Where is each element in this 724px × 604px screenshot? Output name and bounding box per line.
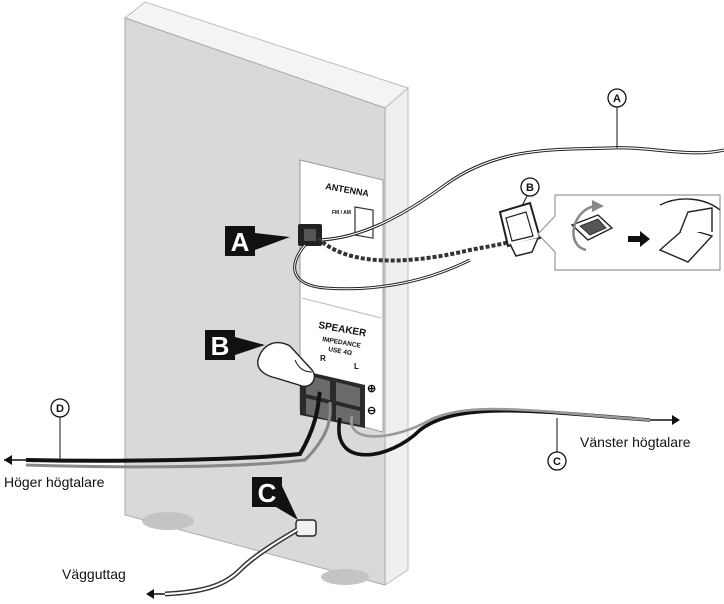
terminal-l-plus[interactable] xyxy=(336,382,360,407)
circle-callout-c-text: C xyxy=(553,456,561,468)
circle-callout-b: B xyxy=(520,177,540,207)
wall-outlet-label: Vägguttag xyxy=(62,566,126,582)
callout-C: C xyxy=(252,477,298,520)
circle-callout-d: D xyxy=(50,398,70,460)
l-label: L xyxy=(354,362,359,371)
am-loop-antenna[interactable] xyxy=(498,201,542,257)
left-speaker-label: Vänster högtalare xyxy=(580,434,691,450)
plus-label: ⊕ xyxy=(367,383,376,395)
device-foot-right xyxy=(321,569,369,585)
right-speaker-cable xyxy=(25,391,322,463)
fm-am-label: FM / AM xyxy=(332,210,351,216)
circle-callout-c: C xyxy=(547,418,567,471)
minus-label: ⊖ xyxy=(367,405,376,417)
r-label: R xyxy=(320,354,326,363)
circle-callout-b-text: B xyxy=(526,182,534,194)
use-label: USE 4Ω xyxy=(328,346,353,357)
circle-callout-d-text: D xyxy=(56,403,64,415)
terminal-l-minus[interactable] xyxy=(336,405,360,425)
power-socket[interactable] xyxy=(295,519,317,537)
device-side-face xyxy=(384,86,409,586)
antenna-plug-face xyxy=(304,229,316,241)
rotate-arrow-icon xyxy=(572,204,596,252)
fm-antenna-wire-highlight xyxy=(319,147,724,241)
right-speaker-cable-second xyxy=(25,401,332,469)
device-foot-left xyxy=(142,512,194,530)
left-speaker-cable-second xyxy=(350,407,651,438)
callout-B: B xyxy=(205,330,265,361)
arrow-right-icon xyxy=(628,231,650,247)
pointing-finger-icon xyxy=(257,342,316,387)
right-speaker-label: Höger högtalare xyxy=(4,474,105,490)
callout-A-text: A xyxy=(231,227,250,257)
callout-B-text: B xyxy=(211,331,230,361)
power-cord-highlight xyxy=(164,529,298,595)
antenna-assembly-inset xyxy=(537,194,721,271)
fm-antenna-wire-loop-highlight xyxy=(294,244,471,290)
panel-divider xyxy=(301,297,382,319)
circle-callout-a: A xyxy=(607,88,627,148)
circle-callout-a-text: A xyxy=(613,93,621,105)
arrow-left-icon xyxy=(4,455,12,465)
am-antenna-cable xyxy=(316,236,516,263)
arrow-right-icon xyxy=(672,415,680,425)
callout-C-text: C xyxy=(258,478,277,508)
callout-A: A xyxy=(225,226,290,257)
arrow-left-icon xyxy=(146,589,154,599)
